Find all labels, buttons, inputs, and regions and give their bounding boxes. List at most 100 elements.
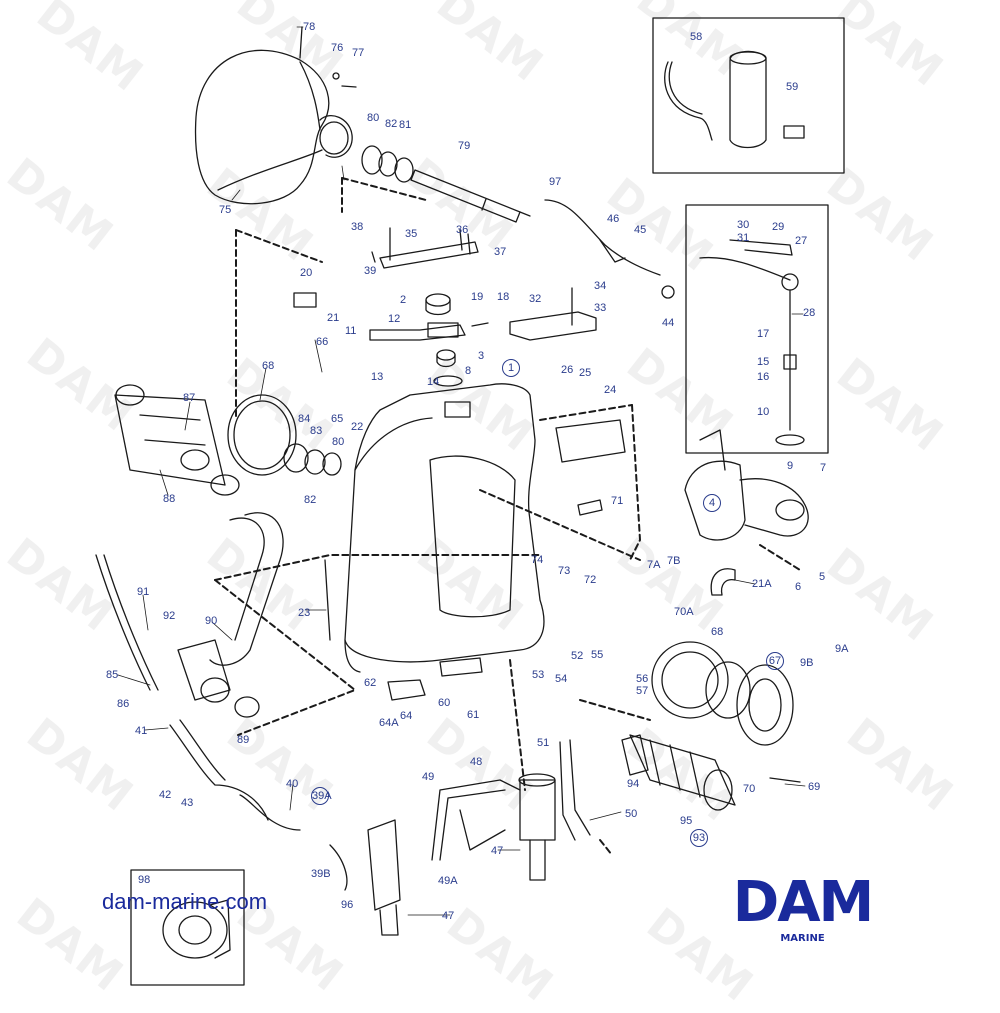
- part-40-water-hoses: [169, 719, 348, 891]
- part-label: 30: [737, 219, 750, 231]
- part-label: 22: [351, 421, 364, 433]
- part-label: 34: [594, 280, 607, 292]
- part-4-shift-fork: [684, 429, 809, 541]
- part-35-shift-lever: [371, 227, 479, 269]
- part-label: 39A: [311, 787, 332, 805]
- part-label: 57: [636, 685, 649, 697]
- part-label: 2: [400, 294, 407, 306]
- part-21a-clip: [710, 568, 736, 596]
- part-label: 77: [352, 47, 365, 59]
- part-label: 8: [465, 365, 472, 377]
- part-label: 35: [405, 228, 418, 240]
- part-label: 49A: [438, 875, 458, 887]
- part-69-bolt: [769, 777, 801, 783]
- part-label: 4: [703, 494, 721, 512]
- part-label: 64A: [379, 717, 399, 729]
- part-1-housing: [324, 383, 545, 673]
- part-label: 84: [298, 413, 311, 425]
- part-label: 11: [345, 325, 357, 337]
- part-label: 25: [579, 367, 592, 379]
- part-label: 64: [400, 710, 413, 722]
- part-label: 82: [304, 494, 317, 506]
- part-label: 18: [497, 291, 510, 303]
- part-label: 33: [594, 302, 607, 314]
- part-label: 83: [310, 425, 323, 437]
- part-label: 56: [636, 673, 649, 685]
- part-label: 93: [690, 829, 708, 847]
- part-label: 13: [371, 371, 384, 383]
- part-label: 61: [467, 709, 480, 721]
- part-label: 74: [531, 554, 544, 566]
- part-label: 72: [584, 574, 597, 586]
- part-27-sender: [699, 239, 805, 446]
- part-label: 12: [388, 313, 401, 325]
- part-48-hydraulic-lines: [431, 739, 591, 861]
- part-label: 17: [757, 328, 770, 340]
- logo-wordmark: DAM: [732, 870, 875, 935]
- inset-box-trim-pump: [652, 17, 845, 174]
- part-label: 28: [803, 307, 816, 319]
- part-label: 39: [364, 265, 377, 277]
- part-label: 39B: [311, 868, 331, 880]
- part-59-trim-pump: [664, 50, 805, 149]
- part-label: 85: [106, 669, 119, 681]
- part-label: 48: [470, 756, 483, 768]
- site-link[interactable]: dam-marine.com: [102, 889, 268, 914]
- part-label: 44: [662, 317, 675, 329]
- part-label: 80: [367, 112, 380, 124]
- part-label: 43: [181, 797, 194, 809]
- part-label: 75: [219, 204, 232, 216]
- part-label: 50: [625, 808, 638, 820]
- inset-box-98: [130, 869, 245, 986]
- part-label: 9B: [800, 657, 814, 669]
- part-label: 3: [478, 350, 485, 362]
- part-label: 40: [286, 778, 299, 790]
- part-68-seal: [227, 394, 297, 476]
- part-label: 89: [237, 734, 250, 746]
- part-label: 59: [786, 81, 799, 93]
- part-label: 68: [711, 626, 724, 638]
- part-label: 58: [690, 31, 703, 43]
- part-label: 60: [438, 697, 451, 709]
- part-label: 53: [532, 669, 545, 681]
- part-shift-assembly: [369, 293, 489, 387]
- part-label: 24: [604, 384, 617, 396]
- part-label: 95: [680, 815, 693, 827]
- part-label: 26: [561, 364, 574, 376]
- part-label: 67: [766, 652, 784, 670]
- part-label: 87: [183, 392, 196, 404]
- part-label: 16: [757, 371, 770, 383]
- part-label: 23: [298, 607, 311, 619]
- part-label: 20: [300, 267, 313, 279]
- part-label: 65: [331, 413, 344, 425]
- part-95-bellows: [629, 734, 736, 811]
- part-label: 62: [364, 677, 377, 689]
- part-label: 68: [262, 360, 275, 372]
- part-32-bracket: [509, 287, 597, 341]
- part-label: 37: [494, 246, 507, 258]
- part-label: 46: [607, 213, 620, 225]
- part-label: 69: [808, 781, 821, 793]
- part-label: 21A: [752, 578, 772, 590]
- part-label: 98: [138, 874, 151, 886]
- inset-box-sender: [685, 204, 829, 454]
- part-label: 80: [332, 436, 345, 448]
- part-label: 96: [341, 899, 354, 911]
- part-label: 92: [163, 610, 176, 622]
- part-label: 91: [137, 586, 150, 598]
- part-label: 51: [537, 737, 550, 749]
- part-label: 90: [205, 615, 218, 627]
- part-label: 45: [634, 224, 647, 236]
- part-label: 38: [351, 221, 364, 233]
- part-97-cable: [544, 199, 675, 299]
- part-label: 47: [442, 910, 455, 922]
- part-label: 97: [549, 176, 562, 188]
- part-label: 78: [303, 21, 316, 33]
- part-label: 86: [117, 698, 130, 710]
- part-label: 82: [385, 118, 398, 130]
- part-98-water-pump: [162, 899, 231, 959]
- part-label: 79: [458, 140, 471, 152]
- part-label: 7A: [647, 559, 661, 571]
- part-47-trim-cylinder: [367, 773, 556, 936]
